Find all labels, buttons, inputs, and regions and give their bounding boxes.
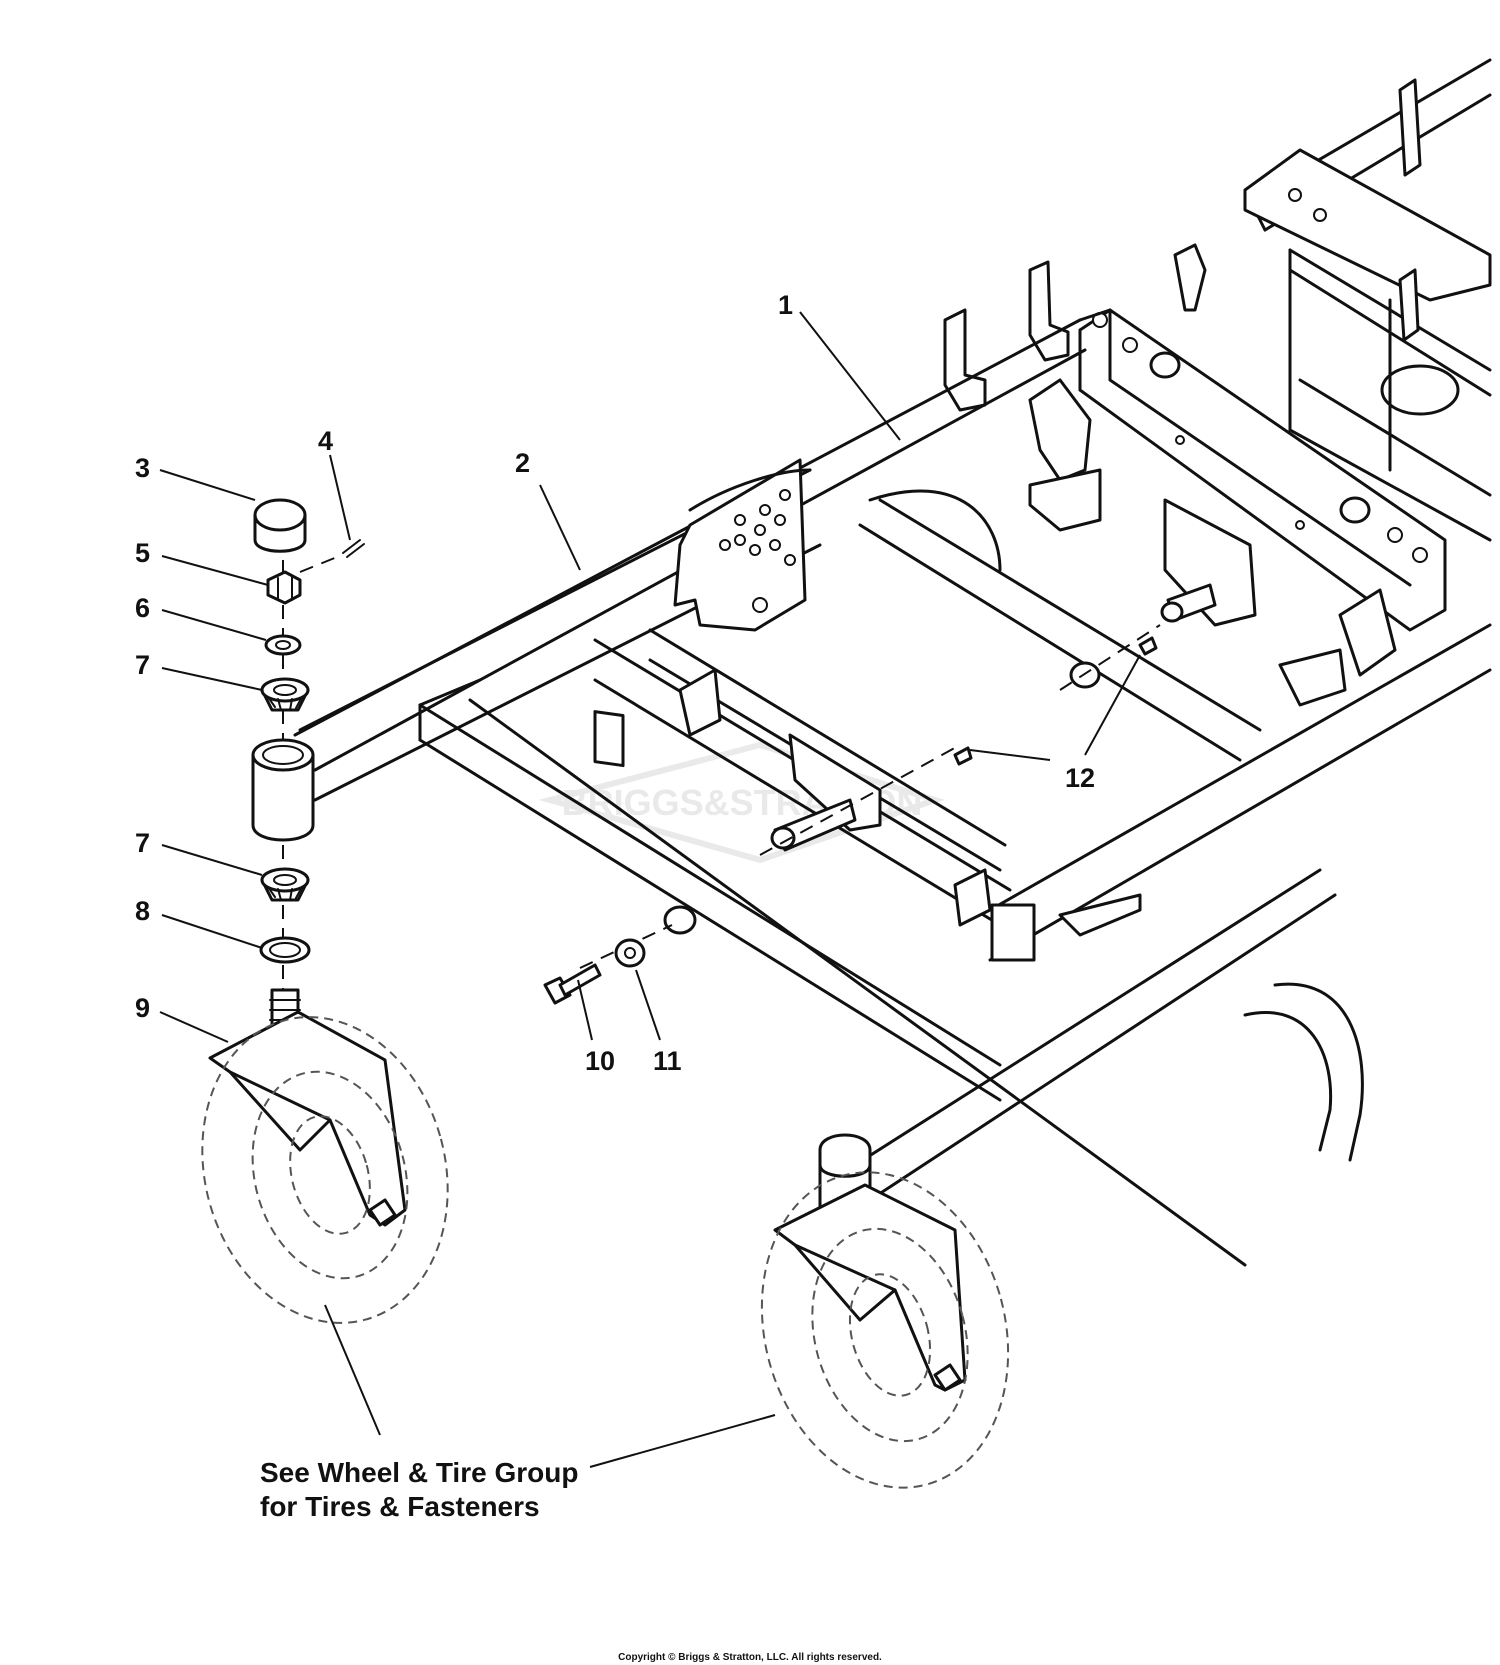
callout-4: 4 [318, 426, 333, 456]
part-4-cotter-pin [299, 539, 365, 573]
part-5-castle-nut [266, 570, 302, 605]
callout-7-upper: 7 [135, 650, 150, 680]
part-6-washer [264, 634, 302, 656]
frame-bushings [663, 661, 1101, 935]
left-wheel-phantom [201, 1016, 449, 1324]
callout-9: 9 [135, 993, 150, 1023]
copyright-notice: Copyright © Briggs & Stratton, LLC. All … [618, 1652, 882, 1663]
part-10-bolt [543, 963, 602, 1005]
note-line-1: See Wheel & Tire Group [260, 1457, 578, 1488]
part-2-front-frame [298, 468, 1492, 1267]
callout-6: 6 [135, 593, 150, 623]
right-caster-assembled [760, 1133, 1010, 1489]
callout-10: 10 [585, 1046, 615, 1076]
rear-arc [688, 468, 1002, 572]
rear-crossmember [1028, 308, 1447, 707]
part-11-washer [614, 938, 646, 968]
front-bumper-loop [853, 868, 1364, 1202]
part-8-seal [259, 936, 311, 964]
callout-3: 3 [135, 453, 150, 483]
callout-labels: 1 2 3 4 5 6 7 7 8 9 10 11 12 [135, 290, 1095, 1076]
callout-12: 12 [1065, 763, 1095, 793]
part-7-bearing-lower [260, 867, 310, 902]
caster-spindle-housing [251, 738, 315, 842]
frame-mount-plate [673, 458, 807, 632]
part-9-caster-fork [208, 988, 407, 1227]
callout-5: 5 [135, 538, 150, 568]
callout-7-lower: 7 [135, 828, 150, 858]
callout-11: 11 [653, 1046, 682, 1076]
caster-assembly-exploded [201, 498, 449, 1324]
part-12-grease-fitting [953, 636, 1158, 766]
part-3-dust-cap [253, 498, 307, 553]
part-7-bearing-upper [260, 677, 310, 712]
callout-2: 2 [515, 448, 530, 478]
leader-lines [159, 311, 1141, 1468]
note-line-2: for Tires & Fasteners [260, 1491, 540, 1522]
pivot-plate-lower [678, 668, 1142, 937]
reference-note: See Wheel & Tire Group for Tires & Faste… [260, 1457, 578, 1522]
callout-1: 1 [778, 290, 793, 320]
frame-rear-structure [1243, 58, 1492, 542]
callout-8: 8 [135, 896, 150, 926]
